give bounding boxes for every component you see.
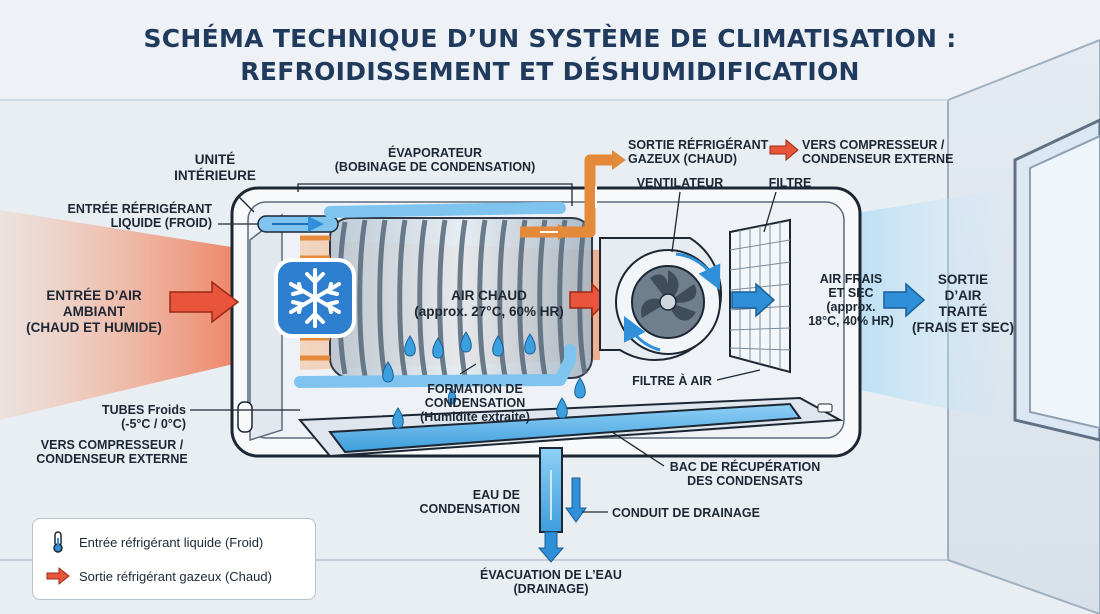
legend-label-cold: Entrée réfrigérant liquide (Froid) — [79, 534, 264, 550]
page-title: SCHÉMA TECHNIQUE D’UN SYSTÈME DE CLIMATI… — [0, 22, 1100, 88]
label-filtre: FILTRE — [768, 176, 812, 190]
label-conduit-drainage: CONDUIT DE DRAINAGE — [612, 506, 760, 520]
label-tubes-froids: TUBES Froids(-5°C / 0°C) — [101, 403, 186, 431]
legend-item-hot: Sortie réfrigérant gazeux (Chaud) — [45, 565, 272, 587]
water-drop-icon — [382, 331, 586, 429]
legend: Entrée réfrigérant liquide (Froid) Sorti… — [32, 518, 316, 600]
label-vers-compresseur-right: VERS COMPRESSEUR /CONDENSEUR EXTERNE — [802, 138, 954, 166]
label-filtre-a-air: FILTRE À AIR — [632, 374, 712, 388]
warm-air-arrow — [169, 280, 240, 324]
label-ventilateur: VENTILATEUR — [636, 176, 724, 190]
legend-item-cold: Entrée réfrigérant liquide (Froid) — [45, 531, 263, 553]
title-line-2: REFROIDISSEMENT ET DÉSHUMIDIFICATION — [240, 57, 860, 86]
warm-air-inflow — [0, 210, 250, 420]
thermometer-icon — [53, 531, 63, 553]
fan-icon — [599, 237, 723, 361]
drip-tray — [328, 402, 802, 454]
title-line-1: SCHÉMA TECHNIQUE D’UN SYSTÈME DE CLIMATI… — [143, 24, 957, 53]
snowflake-icon — [274, 258, 356, 338]
label-vers-compresseur-left: VERS COMPRESSEUR /CONDENSEUR EXTERNE — [36, 438, 188, 466]
legend-label-hot: Sortie réfrigérant gazeux (Chaud) — [79, 568, 272, 584]
red-arrow-icon — [46, 566, 70, 586]
label-air-chaud: AIR CHAUD(approx. 27°C, 60% HR) — [414, 288, 564, 319]
label-evaporateur: ÉVAPORATEUR(BOBINAGE DE CONDENSATION) — [334, 146, 536, 174]
label-evacuation: ÉVACUATION DE L’EAU(DRAINAGE) — [480, 568, 622, 596]
